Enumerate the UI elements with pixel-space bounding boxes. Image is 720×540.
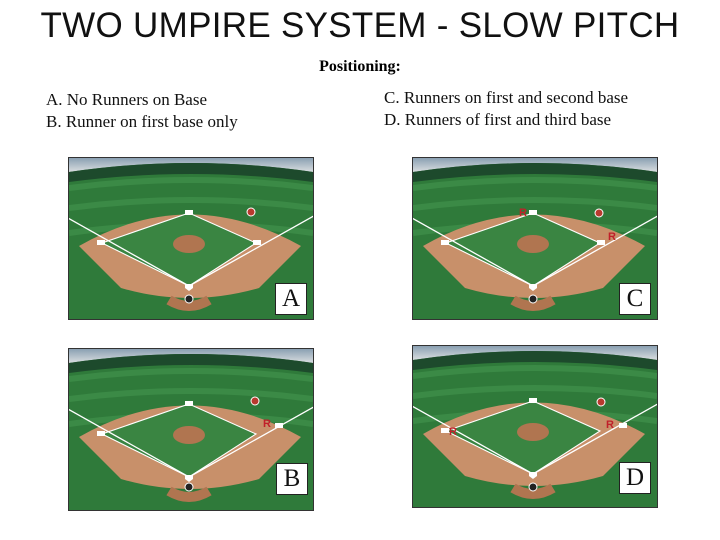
first-base: [597, 240, 605, 245]
runner-marker-third: R: [449, 426, 457, 438]
plate-umpire-marker: [184, 482, 194, 492]
runner-marker-first: R: [608, 231, 616, 243]
page-subtitle: Positioning:: [319, 58, 401, 75]
outfield-wall: [413, 351, 657, 370]
runner-marker-first: R: [606, 419, 614, 431]
runner-marker-second: R: [519, 207, 527, 219]
panel-letter-c: C: [619, 283, 651, 315]
plate-umpire-marker: [528, 482, 538, 492]
second-base: [185, 210, 193, 215]
legend-item-b: B. Runner on first base only: [46, 112, 238, 131]
panel-letter-d: D: [619, 462, 651, 494]
runner-marker-first: R: [263, 418, 271, 430]
pitchers-mound: [517, 423, 549, 441]
home-plate: [529, 284, 537, 291]
plate-umpire-marker: [184, 294, 194, 304]
legend-right: C. Runners on first and second base D. R…: [384, 87, 628, 131]
first-base: [253, 240, 261, 245]
foul-line-left: [69, 217, 190, 287]
field-panel-d: R R D: [412, 345, 658, 508]
foul-line-right: [188, 215, 313, 287]
legend-item-c: C. Runners on first and second base: [384, 88, 629, 107]
second-base: [529, 398, 537, 403]
field-diagram-b: [69, 349, 313, 510]
first-base: [619, 423, 627, 428]
field-diagram-a: [69, 158, 313, 319]
sky: [413, 158, 657, 172]
sky: [69, 158, 313, 172]
third-base: [441, 240, 449, 245]
third-base: [97, 240, 105, 245]
legend-item-d: D. Runners of first and third base: [384, 110, 612, 129]
field-umpire-marker: [246, 207, 256, 217]
home-plate: [185, 284, 193, 291]
legend-item-a: A. No Runners on Base: [46, 90, 208, 109]
field-diagram-d: [413, 346, 657, 507]
outfield-wall: [69, 163, 313, 182]
third-base: [97, 431, 105, 436]
pitchers-mound: [173, 426, 205, 444]
home-plate: [529, 472, 537, 479]
grass-stripe: [69, 177, 313, 191]
field-umpire-marker: [594, 208, 604, 218]
legend-left: A. No Runners on Base B. Runner on first…: [46, 89, 238, 133]
second-base: [529, 210, 537, 215]
page-title: TWO UMPIRE SYSTEM - SLOW PITCH: [40, 6, 680, 45]
field-panel-a: A: [68, 157, 314, 320]
sky: [69, 349, 313, 363]
pitchers-mound: [517, 235, 549, 253]
second-base: [185, 401, 193, 406]
field-panel-c: R R C: [412, 157, 658, 320]
third-base: [441, 428, 449, 433]
field-umpire-marker: [596, 397, 606, 407]
first-base: [275, 423, 283, 428]
plate-umpire-marker: [528, 294, 538, 304]
home-dirt: [166, 295, 212, 311]
panel-letter-b: B: [276, 463, 308, 495]
outfield-wall: [69, 354, 313, 373]
panel-letter-a: A: [275, 283, 307, 315]
field-umpire-marker: [250, 396, 260, 406]
outfield-wall: [413, 163, 657, 182]
pitchers-mound: [173, 235, 205, 253]
field-diagram-c: [413, 158, 657, 319]
home-plate: [185, 475, 193, 482]
field-panel-b: R B: [68, 348, 314, 511]
sky: [413, 346, 657, 360]
